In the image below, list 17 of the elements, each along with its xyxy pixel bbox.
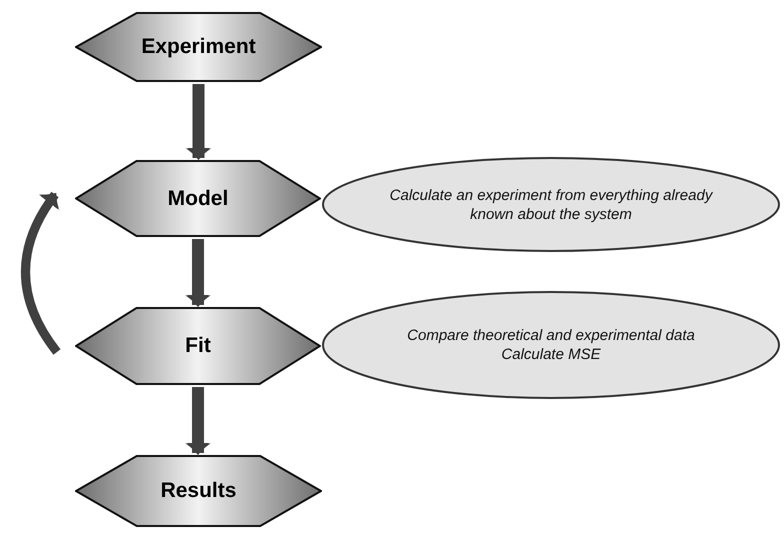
step-label: Results [160, 478, 236, 504]
description-text: Calculate an experiment from everything already known about the system [388, 186, 714, 224]
note-ellipse [321, 156, 781, 253]
arrow [185, 239, 211, 307]
step-label: Fit [185, 333, 211, 360]
step-label: Model [168, 186, 228, 212]
process-hexagon [75, 455, 322, 527]
process-hexagon [75, 12, 322, 82]
step-label: Experiment [141, 34, 256, 60]
description-text: Compare theoretical and experimental data [407, 326, 695, 345]
curved-arrow [21, 192, 61, 355]
arrow [186, 84, 212, 160]
process-hexagon [75, 160, 321, 237]
description-text: Calculate MSE [501, 345, 601, 364]
process-hexagon [75, 307, 321, 385]
note-ellipse [321, 290, 781, 400]
arrow [185, 387, 211, 455]
